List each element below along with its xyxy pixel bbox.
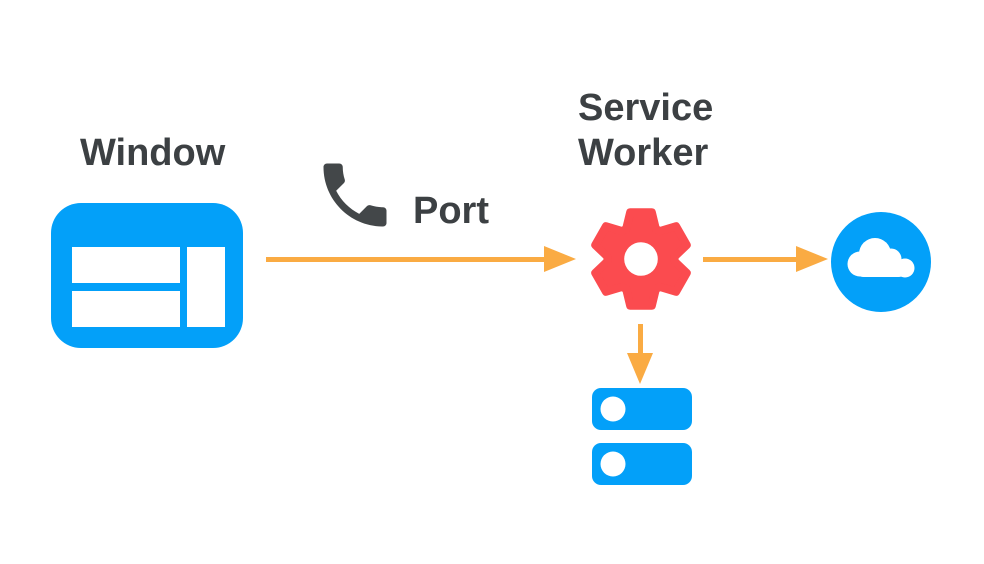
arrow-window-to-service-worker <box>266 257 545 262</box>
browser-window-icon <box>51 203 243 348</box>
arrow-right-head-icon <box>796 246 828 272</box>
phone-icon <box>313 153 397 237</box>
service-worker-node-label: Service Worker <box>578 87 714 174</box>
window-node-label: Window <box>80 132 226 174</box>
cloud-icon <box>831 212 931 312</box>
arrow-service-worker-to-cloud <box>703 257 797 262</box>
database-icon <box>592 388 692 485</box>
arrow-service-worker-to-database <box>638 324 643 355</box>
arrow-right-head-icon <box>544 246 576 272</box>
arrow-down-head-icon <box>627 353 653 384</box>
gear-icon <box>585 203 697 315</box>
port-edge-label: Port <box>413 190 489 232</box>
